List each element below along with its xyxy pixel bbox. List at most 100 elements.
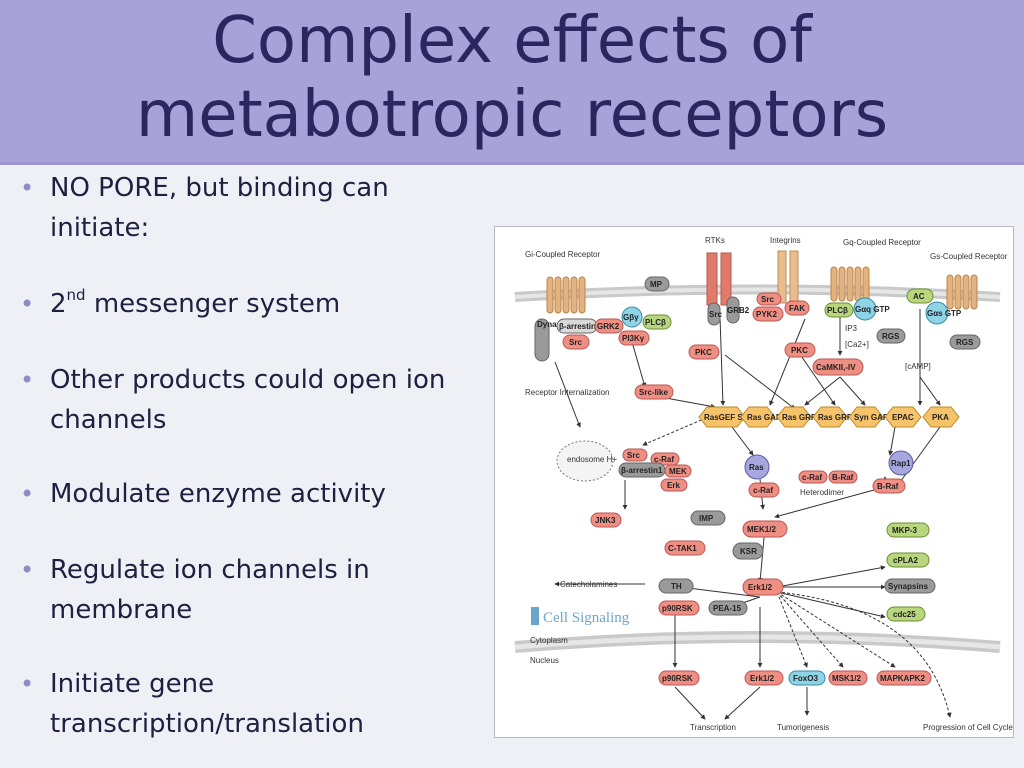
svg-text:Ras GRP: Ras GRP — [782, 413, 817, 422]
node-src-like: Src-like — [634, 384, 674, 400]
label-tumorigenesis: Tumorigenesis — [777, 723, 829, 732]
bullet-text-post: messenger system — [85, 289, 341, 319]
svg-text:Src: Src — [761, 295, 774, 304]
node-plcb1: PLCβ — [642, 314, 672, 330]
title-line-1: Complex effects of — [212, 4, 812, 78]
bullet-text: Modulate enzyme activity — [50, 479, 386, 509]
svg-text:Ras: Ras — [749, 463, 764, 472]
node-dynamin: Dynamin — [534, 318, 571, 362]
svg-text:p90RSK: p90RSK — [662, 674, 693, 683]
slide-title: Complex effects of metabotropic receptor… — [0, 4, 1024, 152]
node-erk12b: Erk1/2 — [744, 670, 784, 686]
svg-text:Dynamin: Dynamin — [537, 320, 571, 329]
node-src1: Src — [562, 334, 590, 350]
svg-text:c-Raf: c-Raf — [654, 455, 674, 464]
integrin-icon — [777, 250, 799, 304]
node-craf1: c-Raf — [650, 452, 680, 466]
svg-text:PLCβ: PLCβ — [827, 306, 848, 315]
node-craf2: c-Raf — [748, 482, 780, 498]
node-ctak1: C-TAK1 — [664, 540, 706, 556]
label-receptor-internalization: Receptor Internalization — [525, 388, 610, 397]
node-mek12: MEK1/2 — [742, 520, 788, 538]
svg-text:MEK: MEK — [669, 467, 687, 476]
node-b-arrestin: β-arrestin — [556, 318, 598, 334]
title-band — [0, 0, 1024, 165]
bullet-dot: • — [20, 174, 35, 202]
signaling-pathway-figure: endosome H+ Cell Signaling Gi-Coupled Re… — [494, 226, 1014, 738]
node-p90rsk1: p90RSK — [658, 600, 700, 616]
node-cdc25: cdc25 — [886, 606, 926, 622]
bullet-dot: • — [20, 670, 35, 698]
node-plcb2: PLCβ — [824, 302, 854, 318]
node-camk: CaMKII,-IV — [812, 358, 864, 376]
svg-text:cdc25: cdc25 — [893, 610, 916, 619]
node-syngap: Syn GAP — [848, 406, 889, 428]
bullet-item: • Initiate gene transcription/translation — [18, 664, 468, 744]
node-th: TH — [658, 578, 694, 594]
node-pyk2: PYK2 — [752, 306, 784, 322]
bullet-dot: • — [20, 480, 35, 508]
node-pi3k: PI3Kγ — [618, 330, 650, 346]
node-rasgrf: Ras GRF — [812, 406, 852, 428]
svg-text:PLCβ: PLCβ — [645, 318, 666, 327]
svg-text:Rap1: Rap1 — [891, 459, 911, 468]
pathway-dashed-edges — [642, 411, 952, 718]
svg-text:MKP-3: MKP-3 — [892, 526, 917, 535]
node-foxo3: FoxO3 — [788, 670, 826, 686]
svg-text:Src: Src — [569, 338, 582, 347]
svg-text:MSK1/2: MSK1/2 — [832, 674, 861, 683]
label-heterodimer: Heterodimer — [800, 488, 844, 497]
node-rasgef: RasGEF SOS — [698, 406, 755, 428]
svg-text:JNK3: JNK3 — [595, 516, 616, 525]
svg-text:GRK2: GRK2 — [597, 322, 620, 331]
svg-text:Erk1/2: Erk1/2 — [748, 583, 773, 592]
node-synapsins: Synapsins — [884, 578, 936, 594]
svg-text:Src: Src — [709, 310, 722, 319]
cell-signaling-logo: Cell Signaling — [531, 607, 630, 626]
node-erk12: Erk1/2 — [742, 578, 784, 596]
label-cytoplasm: Cytoplasm — [530, 636, 568, 645]
node-braf1: B-Raf — [828, 470, 858, 484]
node-ac: AC — [906, 288, 934, 304]
bullet-text: Initiate gene transcription/translation — [50, 669, 364, 739]
label-rtks: RTKs — [705, 236, 725, 245]
node-braf2: B-Raf — [872, 478, 906, 494]
svg-text:c-Raf: c-Raf — [753, 486, 773, 495]
svg-text:Gβγ: Gβγ — [623, 313, 639, 322]
logo-text: Cell Signaling — [543, 610, 630, 626]
node-erk: Erk — [660, 478, 688, 492]
node-rgs1: RGS — [876, 328, 906, 344]
svg-text:PYK2: PYK2 — [756, 310, 777, 319]
node-epac: EPAC — [884, 406, 922, 428]
node-fak: FAK — [784, 300, 810, 316]
bullet-text: NO PORE, but binding can initiate: — [50, 173, 389, 243]
svg-text:EPAC: EPAC — [892, 413, 914, 422]
node-pea15: PEA-15 — [708, 600, 748, 616]
svg-text:FAK: FAK — [789, 304, 805, 313]
bullet-item: • Modulate enzyme activity — [18, 474, 468, 514]
svg-text:RGS: RGS — [882, 332, 900, 341]
node-mapkapk2: MAPKAPK2 — [876, 670, 932, 686]
node-gas: Gαs GTP — [925, 301, 962, 325]
svg-text:Src-like: Src-like — [639, 388, 668, 397]
svg-text:β-arrestin: β-arrestin — [559, 322, 596, 331]
node-pkc2: PKC — [784, 342, 816, 358]
bullet-item: •2nd messenger system — [18, 284, 468, 324]
label-catecholamines: Catecholamines — [560, 580, 617, 589]
svg-text:cPLA2: cPLA2 — [893, 556, 918, 565]
svg-text:Erk1/2: Erk1/2 — [750, 674, 775, 683]
svg-text:AC: AC — [913, 292, 925, 301]
svg-text:Ras GAP: Ras GAP — [747, 413, 782, 422]
svg-text:Gαs GTP: Gαs GTP — [927, 309, 962, 318]
node-rasgap: Ras GAP — [740, 406, 782, 428]
svg-text:PEA-15: PEA-15 — [713, 604, 742, 613]
svg-text:PKA: PKA — [932, 413, 949, 422]
svg-text:MEK1/2: MEK1/2 — [747, 525, 776, 534]
svg-text:Gαq GTP: Gαq GTP — [855, 305, 890, 314]
svg-text:Src: Src — [627, 451, 640, 460]
svg-text:Synapsins: Synapsins — [888, 582, 929, 591]
node-grb2: GRB2 — [726, 296, 750, 324]
svg-text:TH: TH — [671, 582, 682, 591]
title-line-2: metabotropic receptors — [135, 78, 889, 152]
